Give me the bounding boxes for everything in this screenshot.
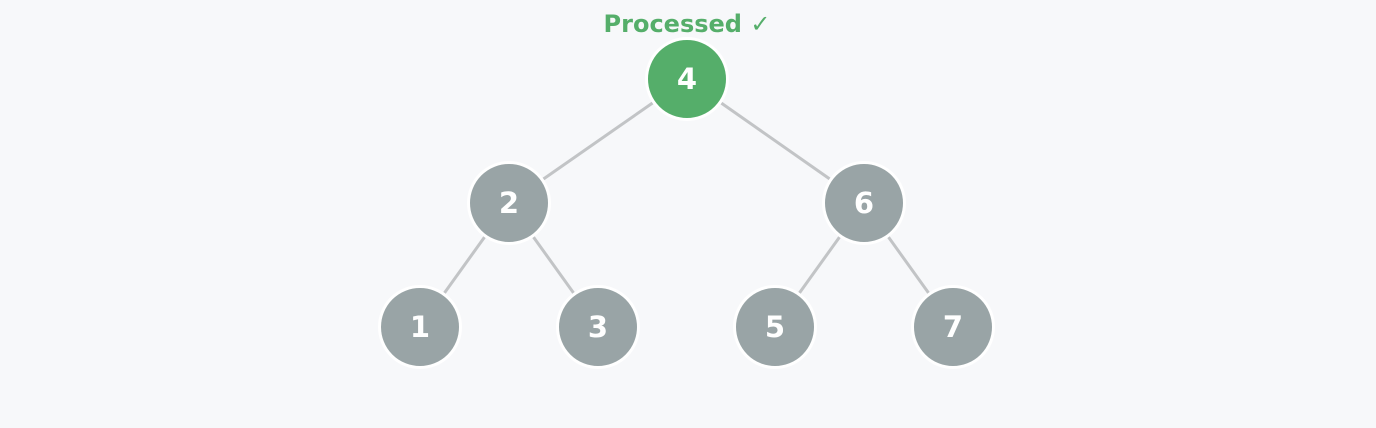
tree-node-right-right: 7 [911, 285, 995, 369]
root-status-label: Processed ✓ [603, 10, 771, 38]
tree-node-left-left: 1 [378, 285, 462, 369]
tree-edge-n6-n5 [798, 236, 841, 294]
tree-edge-n4-n6 [720, 101, 831, 181]
tree-edge-n6-n7 [887, 236, 930, 294]
tree-edge-n4-n2 [542, 101, 654, 181]
tree-node-left-right: 3 [556, 285, 640, 369]
tree-node-right: 6 [822, 161, 906, 245]
tree-node-right-left: 5 [733, 285, 817, 369]
tree-node-left: 2 [467, 161, 551, 245]
tree-edge-n2-n1 [443, 236, 486, 294]
tree-edge-n2-n3 [532, 236, 575, 294]
tree-node-root: 4 [645, 37, 729, 121]
